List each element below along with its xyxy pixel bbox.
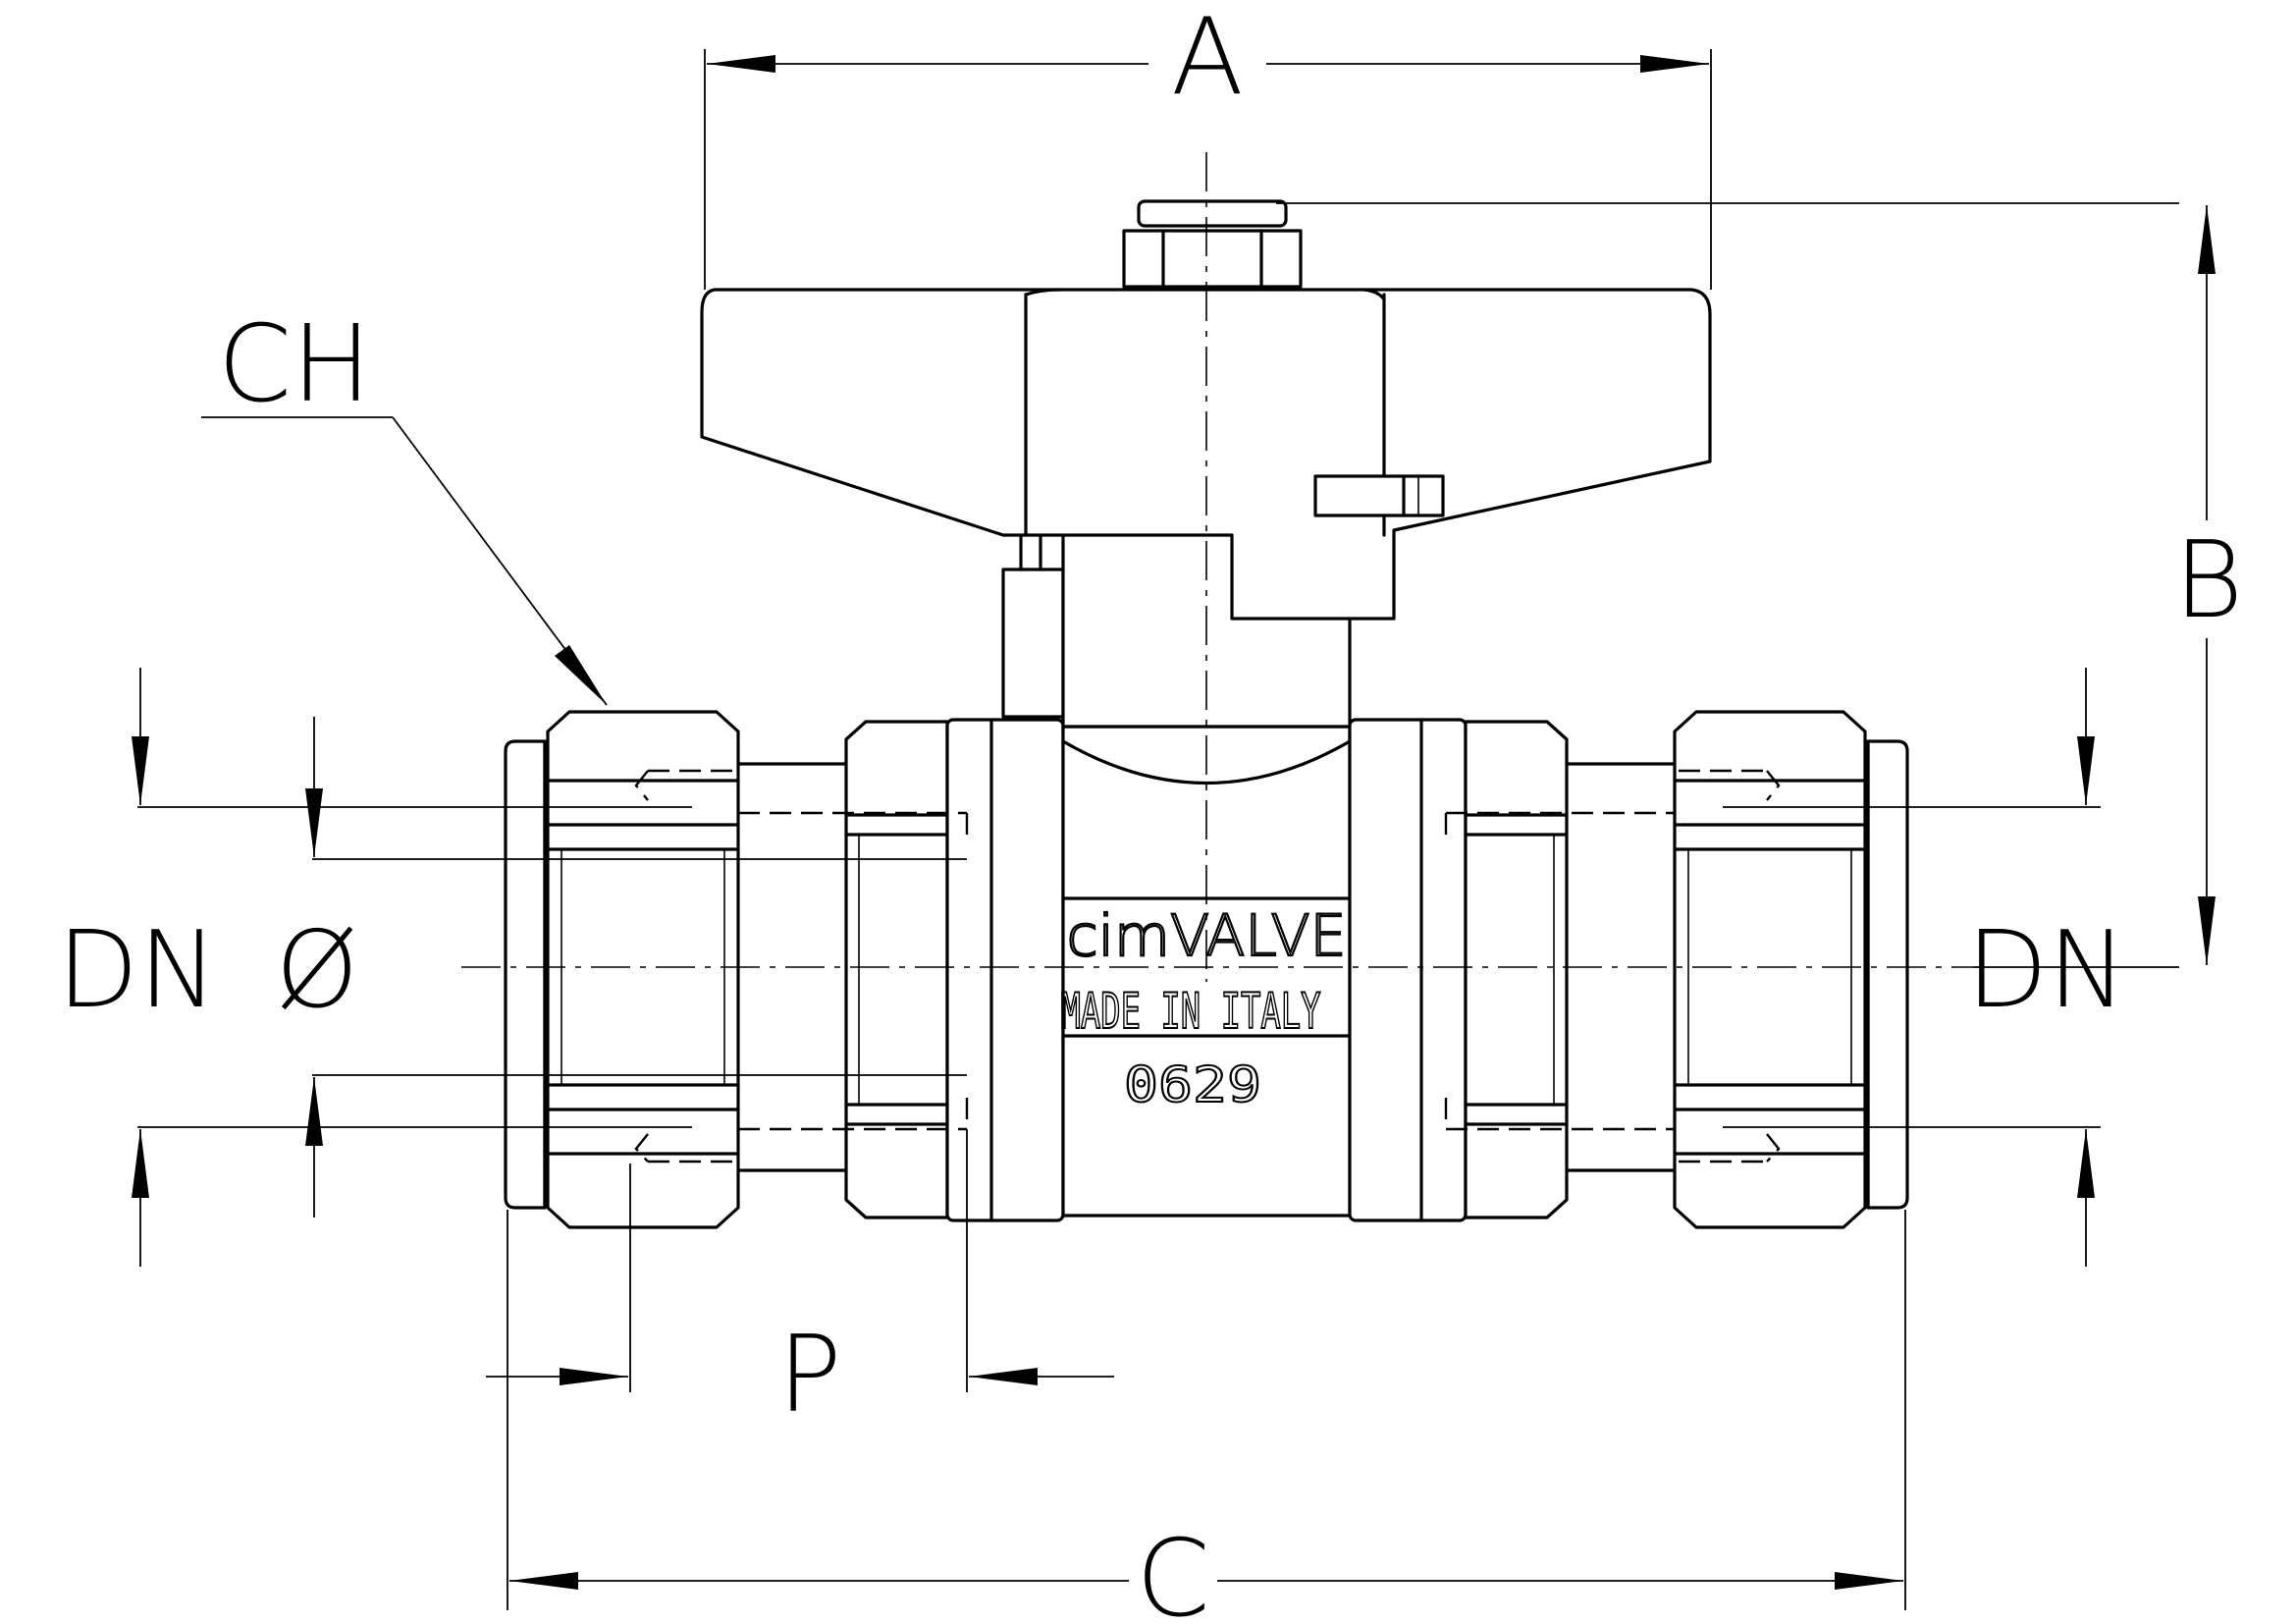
right-flange [1348,718,1468,1222]
valve-body: cimVALVE MADE IN ITALY 0629 [504,710,1909,1229]
origin-marking: MADE IN ITALY [1061,983,1321,1040]
hidden-internal-contours [634,769,1781,1164]
label-dn-left: DN [57,909,218,1032]
handle-lock-tab [1313,474,1445,517]
label-p: P [777,1314,841,1436]
left-flange [945,718,1065,1222]
label-a: A [1171,0,1244,119]
dimension-dn-left: DN [57,668,692,1267]
dimension-a: A [704,0,1712,290]
left-body-hex [844,720,949,1219]
left-pipe-stub [504,739,547,1210]
label-diameter: Ø [275,909,358,1032]
label-b: B [2174,519,2244,642]
right-body-hex [1464,720,1569,1219]
dimension-dn-right: DN [1723,668,2127,1267]
right-neck [1565,762,1677,1172]
right-compression-nut [1673,710,1867,1229]
center-body [1061,725,1352,1218]
dimension-ch: CH [201,303,608,706]
left-neck [736,762,848,1172]
label-ch: CH [218,303,372,426]
label-dn-right: DN [1966,909,2127,1032]
code-marking: 0629 [1124,1056,1261,1113]
right-pipe-stub [1866,739,1909,1210]
dimension-diameter: Ø [275,717,967,1218]
dimension-c: C [507,1210,1906,1624]
center-lines [461,152,1973,982]
left-compression-nut [546,710,740,1229]
dimension-p: P [486,1129,1114,1436]
label-c: C [1136,1518,1209,1624]
dimension-b: B [1276,202,2244,968]
handle-nut [1122,199,1303,289]
